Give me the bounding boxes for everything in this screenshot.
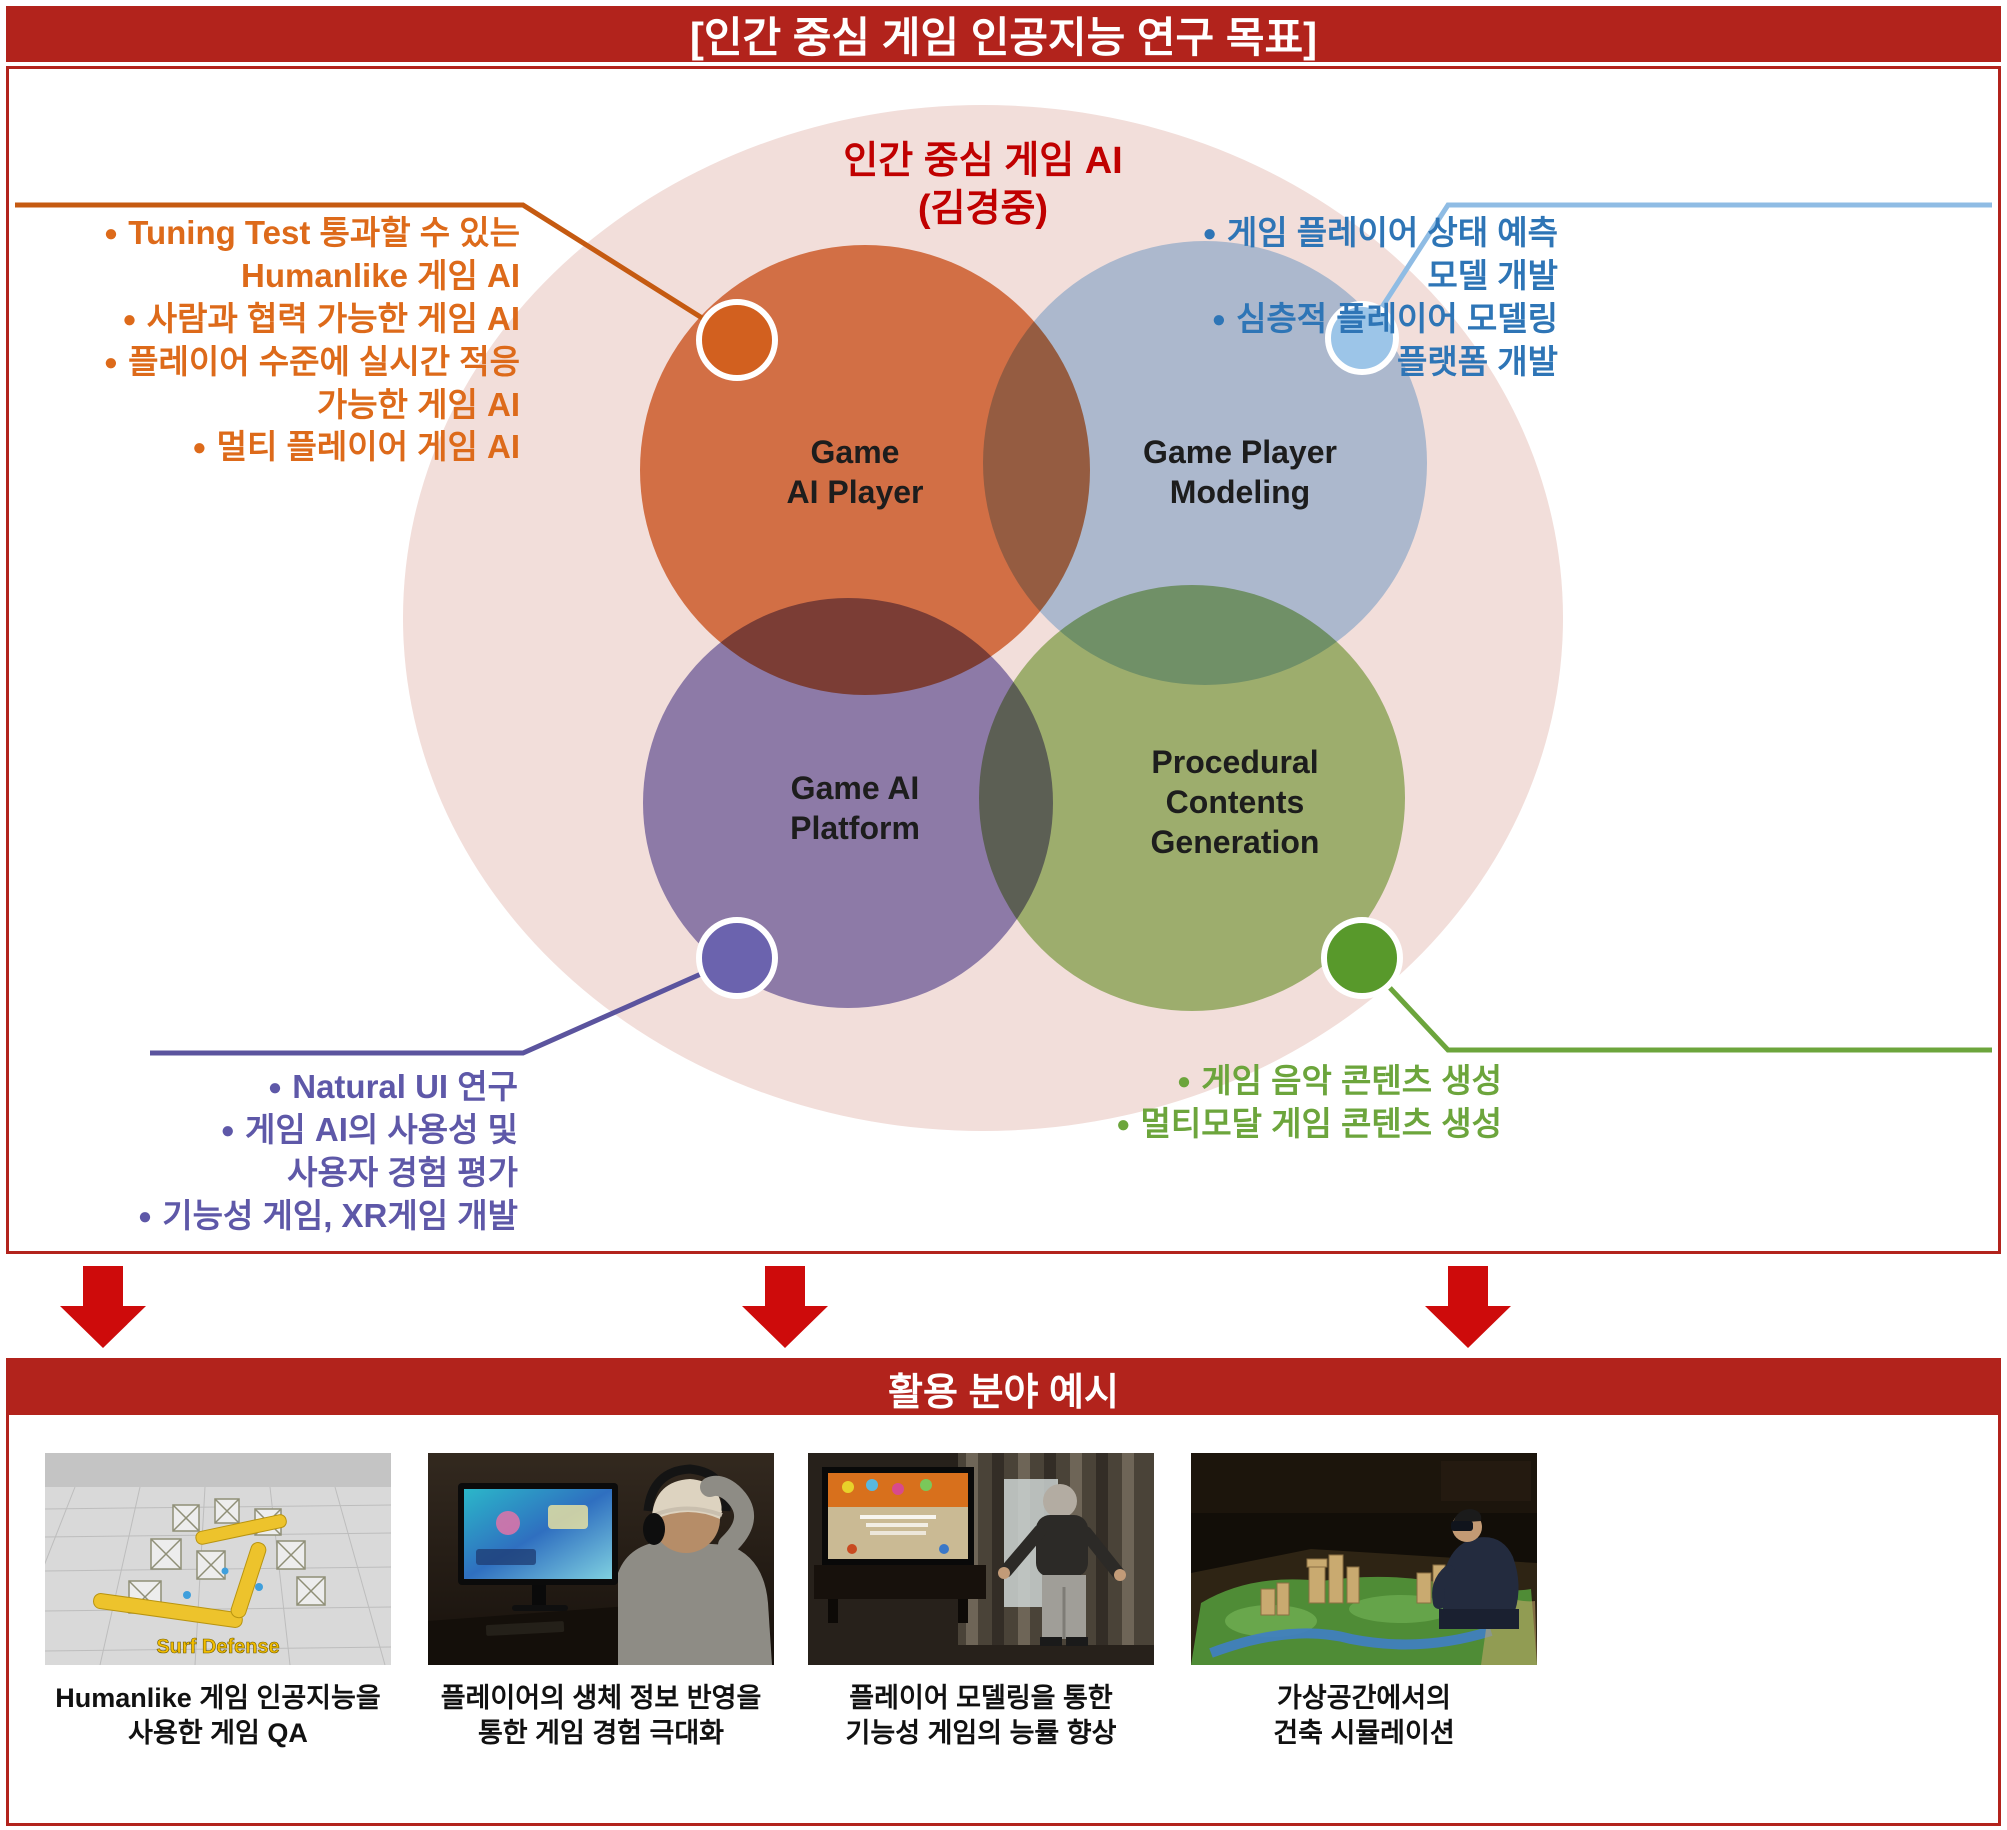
main-title-bar: [인간 중심 게임 인공지능 연구 목표] xyxy=(6,6,2001,62)
callout-item: ●심층적 플레이어 모델링 플랫폼 개발 xyxy=(1211,299,1558,380)
motion-game-photo xyxy=(808,1453,1154,1665)
bullet-icon: ● xyxy=(1202,220,1217,247)
truss-crates xyxy=(128,1498,326,1614)
label-game-ai-player: Game AI Player xyxy=(786,434,924,510)
player-person xyxy=(618,1464,772,1665)
callout-item: ●기능성 게임, XR게임 개발 xyxy=(137,1196,518,1234)
ar-architecture-photo xyxy=(1191,1453,1537,1665)
tv-cabinet xyxy=(814,1565,986,1599)
applications-panel: 활용 분야 예시 xyxy=(6,1358,2001,1826)
bullet-icon: ● xyxy=(267,1074,283,1101)
bullet-icon: ● xyxy=(1176,1068,1192,1095)
callout-game-player-modeling: ●게임 플레이어 상태 예측 모델 개발 ●심층적 플레이어 모델링 플랫폼 개… xyxy=(1090,212,1558,384)
bullet-icon: ● xyxy=(137,1202,153,1230)
player-person xyxy=(998,1484,1126,1646)
callout-item: ●게임 AI의 사용성 및 사용자 경험 평가 xyxy=(220,1110,518,1191)
callout-item: ●Tuning Test 통과할 수 있는 Humanlike 게임 AI xyxy=(103,214,520,294)
example-caption-4: 가상공간에서의 건축 시뮬레이션 xyxy=(1273,1683,1455,1749)
biofeedback-gaming-photo xyxy=(428,1453,774,1665)
yellow-logs xyxy=(93,1514,287,1628)
down-arrow-left xyxy=(60,1266,146,1348)
label-game-player-modeling: Game Player Modeling xyxy=(1143,434,1337,510)
surf-defense-screenshot: Surf Defense xyxy=(45,1453,391,1665)
callout-game-ai-player: ●Tuning Test 통과할 수 있는 Humanlike 게임 AI ●사… xyxy=(0,212,520,469)
example-caption-1: Humanlike 게임 인공지능을 사용한 게임 QA xyxy=(55,1683,381,1749)
callout-item: ●게임 플레이어 상태 예측 모델 개발 xyxy=(1202,214,1558,294)
applications-title: 활용 분야 예시 xyxy=(888,1371,1119,1414)
blue-balls xyxy=(183,1567,263,1599)
bullet-icon: ● xyxy=(103,348,119,376)
monitor xyxy=(458,1483,618,1611)
ar-headset-icon xyxy=(1451,1521,1473,1531)
bullet-icon: ● xyxy=(1211,305,1227,333)
down-arrow-right xyxy=(1425,1266,1511,1348)
keyboard xyxy=(485,1621,565,1636)
ar-person xyxy=(1432,1509,1519,1629)
callout-item: ●멀티 플레이어 게임 AI xyxy=(192,428,520,466)
bullet-icon: ● xyxy=(122,305,137,333)
example-figure-2: 플레이어의 생체 정보 반영을 통한 게임 경험 극대화 xyxy=(428,1453,774,1751)
callout-item: ●사람과 협력 가능한 게임 AI xyxy=(122,299,520,337)
bullet-icon: ● xyxy=(220,1116,235,1144)
callout-pcg: ●게임 음악 콘텐츠 생성 ●멀티모달 게임 콘텐츠 생성 xyxy=(1040,1060,1502,1146)
example-caption-3: 플레이어 모델링을 통한 기능성 게임의 능률 향상 xyxy=(845,1683,1117,1749)
callout-item: ●플레이어 수준에 실시간 적응 가능한 게임 AI xyxy=(103,342,520,423)
example-image-2 xyxy=(428,1453,774,1665)
label-pcg: Procedural Contents Generation xyxy=(1150,744,1320,860)
bullet-icon: ● xyxy=(103,220,119,247)
label-game-ai-platform: Game AI Platform xyxy=(790,770,920,846)
callout-item: ●Natural UI 연구 xyxy=(267,1068,518,1105)
example-image-4 xyxy=(1191,1453,1537,1665)
bullet-icon: ● xyxy=(1116,1110,1131,1138)
shelf xyxy=(1441,1461,1531,1501)
down-arrow-middle xyxy=(742,1266,828,1348)
callout-item: ●멀티모달 게임 콘텐츠 생성 xyxy=(1116,1104,1502,1142)
example-figure-1: Surf Defense Humanlike 게임 인공지능을 사용한 게임 Q… xyxy=(45,1453,391,1751)
surf-defense-label: Surf Defense xyxy=(156,1636,279,1658)
callout-game-ai-platform: ●Natural UI 연구 ●게임 AI의 사용성 및 사용자 경험 평가 ●… xyxy=(60,1066,518,1238)
tv xyxy=(822,1467,974,1565)
bullet-icon: ● xyxy=(192,434,207,462)
desk xyxy=(428,1605,668,1665)
applications-header-bar: 활용 분야 예시 xyxy=(9,1361,1998,1415)
callout-item: ●게임 음악 콘텐츠 생성 xyxy=(1176,1062,1502,1099)
example-figure-3: 플레이어 모델링을 통한 기능성 게임의 능률 향상 xyxy=(808,1453,1154,1751)
example-caption-2: 플레이어의 생체 정보 반영을 통한 게임 경험 극대화 xyxy=(440,1683,762,1749)
example-figure-4: 가상공간에서의 건축 시뮬레이션 xyxy=(1191,1453,1537,1751)
example-image-1: Surf Defense xyxy=(45,1453,391,1665)
example-image-3 xyxy=(808,1453,1154,1665)
page-title: [인간 중심 게임 인공지능 연구 목표] xyxy=(689,13,1318,61)
